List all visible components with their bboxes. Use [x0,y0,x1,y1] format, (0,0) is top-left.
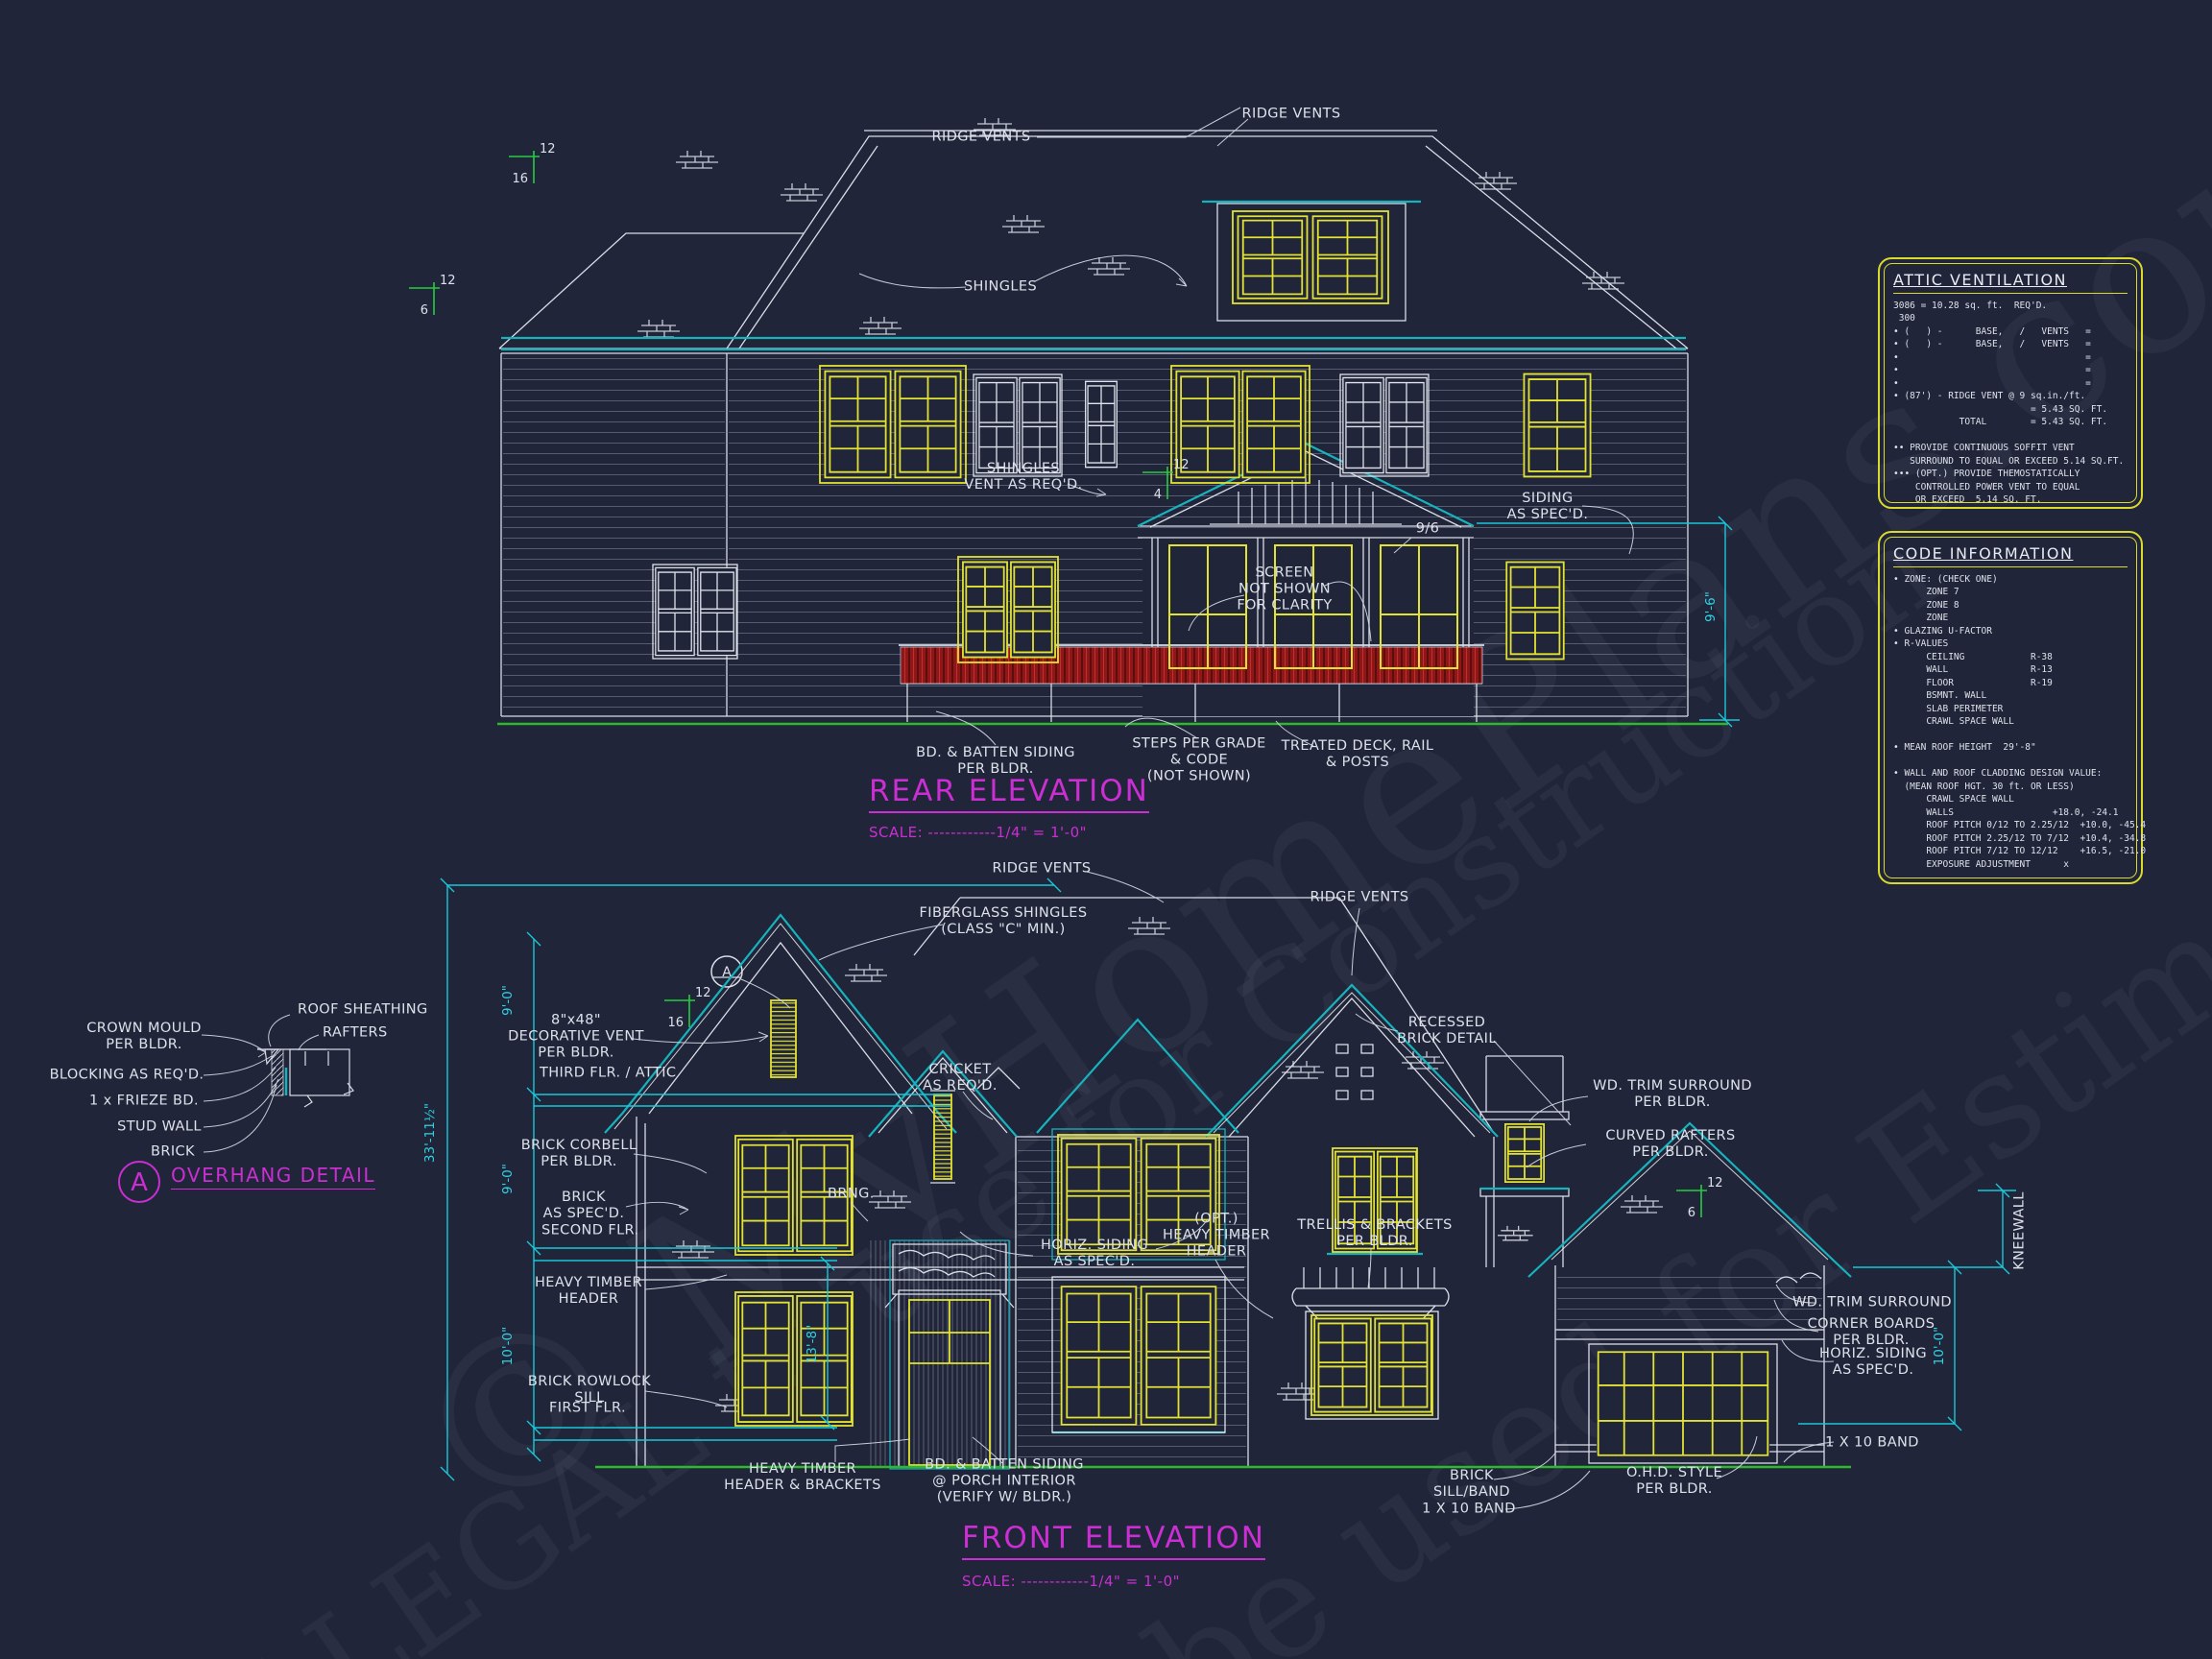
overhang-detail-marker: A [131,1168,148,1197]
rear-elevation-drawing: 9'-6" 12 4 12 16 12 6 [409,107,1740,747]
front-dim-10a: 10'-0" [500,1327,516,1366]
front-pitch-1-den: 16 [667,1016,684,1030]
front-dim-9b: 9'-0" [500,1164,516,1194]
rear-pitch-3-den: 6 [421,303,428,318]
rear-elevation-scale: SCALE: ------------1/4" = 1'-0" [869,824,1088,841]
front-dim-9a: 9'-0" [500,985,516,1016]
front-elevation-drawing: 33'-11½" 9'-0" 9'-0" 10'-0" 13'-8" 10'-0… [422,871,2016,1510]
code-information-panel: CODE INFORMATION • ZONE: (CHECK ONE) ZON… [1878,531,2147,884]
front-dim-window: 13'-8" [805,1325,820,1364]
front-elevation-scale: SCALE: ------------1/4" = 1'-0" [962,1573,1181,1590]
attic-ventilation-panel: ATTIC VENTILATION 3086 = 10.28 sq. ft. R… [1878,257,2143,509]
attic-ventilation-title: ATTIC VENTILATION [1893,271,2128,294]
code-information-lines: • ZONE: (CHECK ONE) ZONE 7 ZONE 8 ZONE• … [1893,574,2147,870]
front-dim-right: 10'-0" [1932,1327,1947,1366]
overhang-detail-drawing: A [118,1014,354,1203]
rear-dim-porch-height: 9'-6" [1703,591,1719,622]
attic-ventilation-lines: 3086 = 10.28 sq. ft. REQ'D. 300• ( ) - B… [1893,301,2125,506]
rear-pitch-1-num: 12 [1173,458,1190,472]
rear-elevation-title: REAR ELEVATION [869,774,1149,813]
rear-pitch-3-num: 12 [440,274,456,288]
front-dim-overall: 33'-11½" [422,1103,438,1163]
code-information-title: CODE INFORMATION [1893,544,2128,567]
rear-pitch-2-num: 12 [540,142,556,156]
front-pitch-1-num: 12 [695,986,711,1000]
rear-pitch-1-den: 4 [1154,488,1162,502]
front-pitch-2-den: 6 [1688,1206,1695,1220]
front-detail-marker: A [722,965,732,980]
front-pitch-2-num: 12 [1707,1176,1723,1190]
overhang-detail-title: OVERHANG DETAIL [171,1164,376,1190]
rear-pitch-2-den: 16 [512,172,528,186]
front-elevation-title: FRONT ELEVATION [962,1521,1265,1560]
